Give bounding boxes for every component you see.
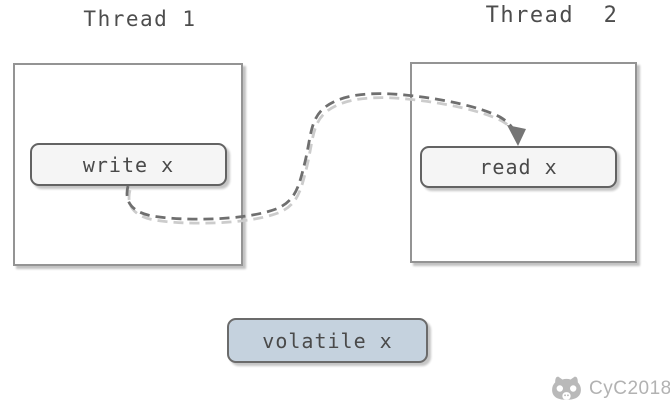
thread2-title: Thread 2	[485, 3, 619, 28]
thread1-title: Thread 1	[83, 7, 197, 31]
volatile-x-node: volatile x	[227, 318, 428, 363]
octocat-icon	[552, 376, 581, 400]
watermark-text: CyC2018	[589, 377, 670, 399]
write-x-label: write x	[82, 152, 175, 177]
read-x-node: read x	[420, 146, 617, 188]
watermark: CyC2018	[549, 375, 670, 402]
read-x-label: read x	[479, 155, 558, 179]
write-x-node: write x	[30, 143, 227, 186]
volatile-x-label: volatile x	[262, 328, 393, 353]
